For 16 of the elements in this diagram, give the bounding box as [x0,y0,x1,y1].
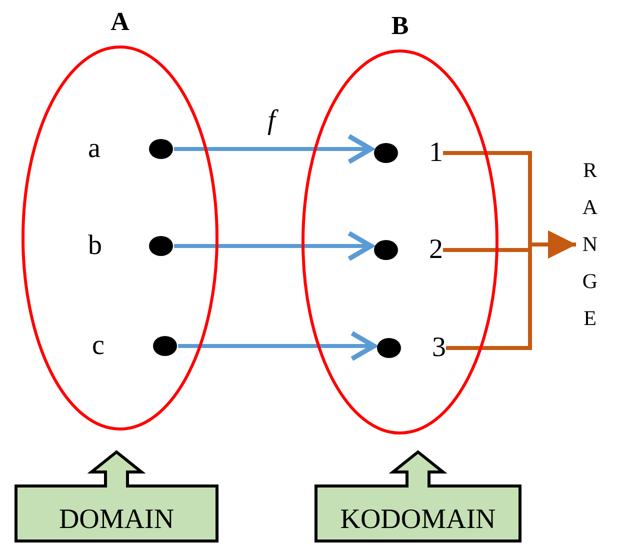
element-label: b [88,232,102,260]
arrow [178,330,376,362]
arrow [174,230,374,262]
arrow [446,230,576,350]
callout-label: DOMAIN [58,503,174,537]
element-label: a [88,135,100,163]
element-label: 2 [429,236,443,264]
element-label: 1 [429,139,443,167]
element-label: c [92,332,104,360]
set-name: B [391,12,409,40]
element-label: 3 [432,334,446,362]
callout-label: KODOMAIN [340,503,496,537]
edge-label: f [266,107,278,135]
arrow [174,134,374,164]
range-label: RANGE [582,157,598,332]
set-name: A [110,8,130,36]
